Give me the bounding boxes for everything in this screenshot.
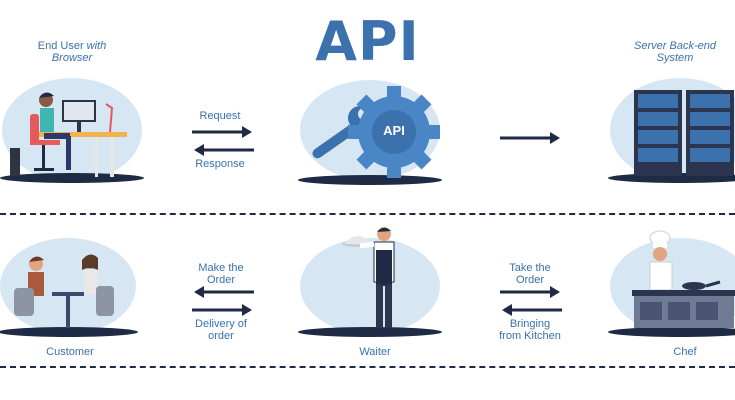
- arrow-right-icon: [192, 126, 252, 138]
- order-arrows: [192, 286, 254, 316]
- arrow-left-icon: [194, 144, 254, 156]
- chef-label: Chef: [673, 346, 697, 358]
- diagram-title: API: [315, 10, 420, 73]
- api-gear-illustration: [298, 80, 442, 185]
- server-illustration: [608, 78, 735, 183]
- section-divider-bottom: [0, 366, 735, 368]
- api-badge: API: [383, 123, 405, 138]
- response-label: Response: [195, 158, 245, 170]
- end-user-illustration: [0, 78, 144, 183]
- request-label: Request: [199, 110, 241, 122]
- arrow-right-icon: [500, 286, 560, 298]
- request-response-arrows: [192, 126, 254, 156]
- arrow-left-icon: [502, 304, 562, 316]
- arrow-left-icon: [194, 286, 254, 298]
- end-user-label: End User with Browser: [37, 40, 107, 64]
- arrow-right-icon: [192, 304, 252, 316]
- chef-illustration: [608, 230, 735, 337]
- waiter-illustration: [298, 227, 442, 337]
- waiter-label: Waiter: [359, 346, 391, 358]
- kitchen-arrows: [500, 286, 562, 316]
- section-divider: [0, 213, 735, 215]
- customer-illustration: [0, 238, 138, 337]
- customer-label: Customer: [46, 346, 94, 358]
- arrow-right-icon: [500, 132, 560, 144]
- server-label: Server Back-end System: [634, 40, 716, 64]
